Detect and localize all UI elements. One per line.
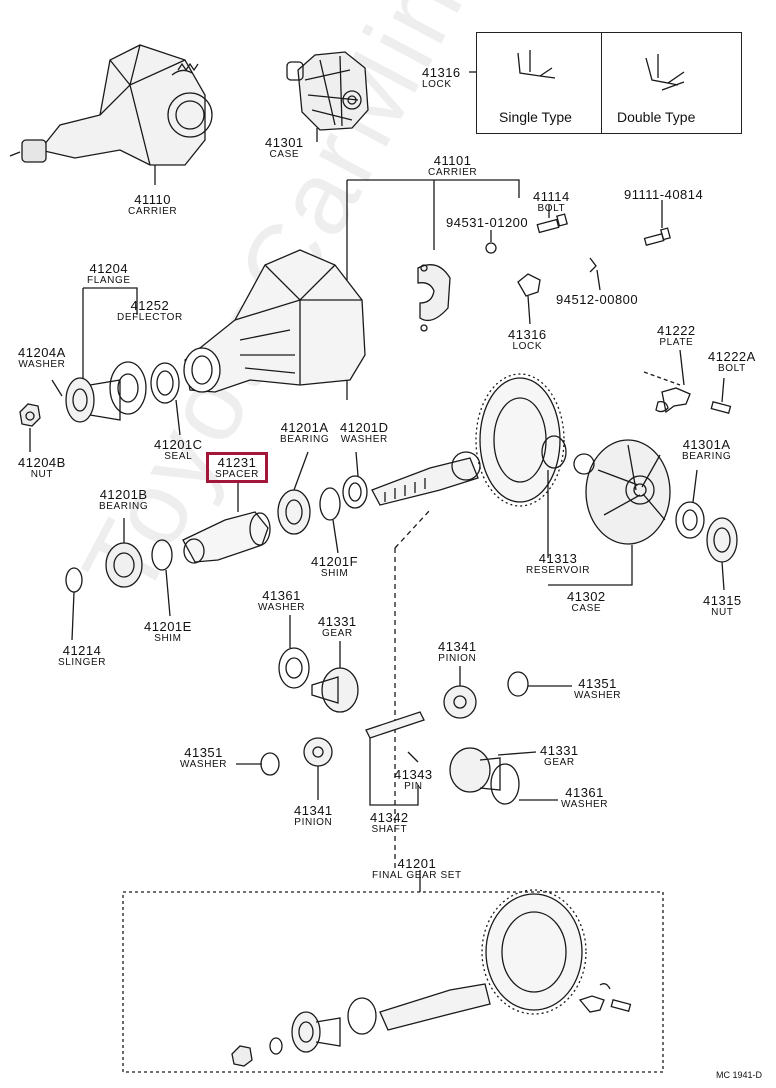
- bearing-41301a-drawing: [675, 501, 705, 539]
- bolt-41222a-drawing: [710, 400, 732, 414]
- part-label-41315[interactable]: 41315 NUT: [703, 593, 742, 618]
- nut-41204b-drawing: [19, 403, 41, 427]
- final-gear-set-drawing: [231, 889, 632, 1067]
- seal-41201c-drawing: [150, 362, 180, 404]
- part-label-41252[interactable]: 41252 DEFLECTOR: [117, 298, 183, 323]
- plate-41222-drawing: [661, 387, 691, 414]
- part-label-41201d[interactable]: 41201D WASHER: [340, 420, 389, 445]
- carrier-assembly-drawing: [9, 44, 213, 185]
- part-label-41201-final-gear-set[interactable]: 41201 FINAL GEAR SET: [372, 856, 462, 881]
- part-label-41201c[interactable]: 41201C SEAL: [154, 437, 203, 462]
- case-41302-drawing: [585, 439, 671, 545]
- diagram-code: MC 1941-D: [715, 1070, 762, 1080]
- differential-case-drawing: [286, 51, 369, 142]
- flange-drawing: [65, 361, 147, 423]
- part-label-41316-lock[interactable]: 41316 LOCK: [508, 327, 547, 352]
- single-type-label: Single Type: [499, 109, 572, 125]
- part-label-41231-highlighted[interactable]: 41231 SPACER: [206, 452, 268, 483]
- part-label-41342[interactable]: 41342 SHAFT: [370, 810, 409, 835]
- part-label-41343[interactable]: 41343 PIN: [394, 767, 433, 792]
- shaft-41342-drawing: [365, 711, 425, 739]
- part-label-41204[interactable]: 41204 FLANGE: [87, 261, 131, 286]
- side-gear-41331b-drawing: [449, 747, 501, 793]
- double-type-label: Double Type: [617, 109, 696, 125]
- part-label-41341-upper[interactable]: 41341 PINION: [438, 639, 477, 664]
- part-label-41351-left[interactable]: 41351 WASHER: [180, 745, 228, 770]
- side-gear-41331a-drawing: [311, 667, 359, 713]
- part-label-41110[interactable]: 41110 CARRIER: [128, 192, 178, 217]
- part-label-41313[interactable]: 41313 RESERVOIR: [526, 551, 591, 576]
- washer-94512-drawing: [589, 257, 597, 273]
- washer-41351a-drawing: [507, 671, 529, 697]
- lock-type-table: Single Type Double Type: [476, 32, 742, 134]
- lock-41316-drawing: [517, 273, 541, 297]
- part-label-94531-01200[interactable]: 94531-01200: [446, 215, 529, 230]
- part-label-41301a[interactable]: 41301A BEARING: [682, 437, 732, 462]
- part-label-41331-upper[interactable]: 41331 GEAR: [318, 614, 357, 639]
- washer-41201d-drawing: [342, 475, 368, 509]
- side-bearing-drawing: [573, 453, 595, 475]
- final-gear-set-box: [122, 891, 664, 1073]
- nut-41315-drawing: [706, 517, 738, 563]
- bolt-91111-drawing: [643, 227, 671, 246]
- shim-41201f-drawing: [319, 487, 341, 521]
- part-label-41361-upper[interactable]: 41361 WASHER: [258, 588, 306, 613]
- spacer-41231-drawing: [182, 511, 269, 563]
- shim-41201e-drawing: [151, 539, 173, 571]
- part-label-41204b[interactable]: 41204B NUT: [18, 455, 66, 480]
- part-label-41201f[interactable]: 41201F SHIM: [311, 554, 359, 579]
- bearing-cap-drawing: [417, 264, 451, 322]
- part-label-41101[interactable]: 41101 CARRIER: [428, 153, 478, 178]
- bolt-41114-drawing: [536, 213, 568, 234]
- double-lock-icon: [645, 54, 685, 91]
- drive-pinion-drawing: [371, 451, 481, 506]
- part-label-41114[interactable]: 41114 BOLT: [533, 189, 570, 214]
- part-label-41341-lower[interactable]: 41341 PINION: [294, 803, 333, 828]
- part-label-41302[interactable]: 41302 CASE: [567, 589, 606, 614]
- part-label-41201b[interactable]: 41201B BEARING: [99, 487, 149, 512]
- washer-41351b-drawing: [260, 752, 280, 776]
- pin-41343-drawing: [407, 751, 419, 763]
- bearing-41201a-drawing: [277, 489, 311, 535]
- slinger-drawing: [65, 567, 83, 593]
- pinion-41341a-drawing: [443, 685, 477, 719]
- ring-gear-drawing: [475, 373, 565, 507]
- pinion-41341b-drawing: [303, 737, 333, 767]
- part-label-94512-00800[interactable]: 94512-00800: [556, 292, 639, 307]
- part-label-41316-lock-top[interactable]: 41316 LOCK: [422, 65, 461, 90]
- lock-table-divider: [601, 33, 603, 133]
- part-label-41222a[interactable]: 41222A BOLT: [708, 349, 756, 374]
- part-label-41331-lower[interactable]: 41331 GEAR: [540, 743, 579, 768]
- part-label-41222[interactable]: 41222 PLATE: [657, 323, 696, 348]
- part-label-41351-right[interactable]: 41351 WASHER: [574, 676, 622, 701]
- part-label-41361-lower[interactable]: 41361 WASHER: [561, 785, 609, 810]
- part-label-91111-40814[interactable]: 91111-40814: [624, 187, 704, 202]
- washer-41361a-drawing: [278, 647, 310, 689]
- part-label-41214[interactable]: 41214 SLINGER: [58, 643, 107, 668]
- single-lock-icon: [517, 50, 556, 79]
- part-label-41204a[interactable]: 41204A WASHER: [18, 345, 66, 370]
- washer-94531-drawing: [485, 242, 497, 254]
- part-label-41301[interactable]: 41301 CASE: [265, 135, 304, 160]
- part-label-41201e[interactable]: 41201E SHIM: [144, 619, 192, 644]
- bearing-41201b-drawing: [105, 542, 143, 588]
- main-carrier-drawing: [183, 249, 366, 393]
- part-label-41201a[interactable]: 41201A BEARING: [280, 420, 330, 445]
- washer-41361b-drawing: [490, 763, 520, 805]
- reservoir-drawing: [541, 435, 567, 469]
